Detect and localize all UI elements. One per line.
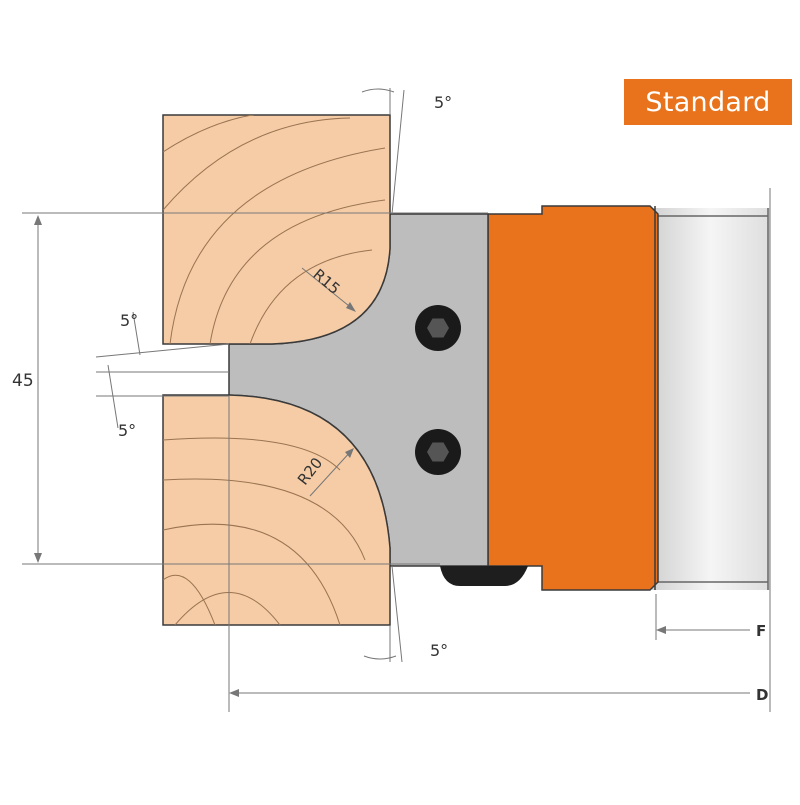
bore-shaft — [652, 208, 770, 590]
clamp-plate — [440, 566, 528, 586]
standard-badge-label: Standard — [645, 86, 771, 118]
angle-label-top: 5° — [434, 93, 452, 112]
height-dimension-label: 45 — [12, 371, 34, 391]
angle-label-mid-upper: 5° — [120, 311, 138, 330]
wood-workpiece-top — [162, 114, 391, 345]
width-label-f: F — [756, 622, 766, 640]
angle-label-bottom: 5° — [430, 641, 448, 660]
width-label-d: D — [756, 686, 768, 704]
dimension-lines — [22, 88, 771, 712]
angle-label-mid-lower: 5° — [118, 421, 136, 440]
wood-workpiece-bottom — [162, 394, 391, 626]
dimension-arrows — [34, 215, 666, 697]
cutter-body — [487, 205, 659, 591]
hex-socket-screw-icon — [415, 305, 461, 351]
standard-badge: Standard — [624, 79, 792, 125]
hex-socket-screw-icon — [415, 429, 461, 475]
